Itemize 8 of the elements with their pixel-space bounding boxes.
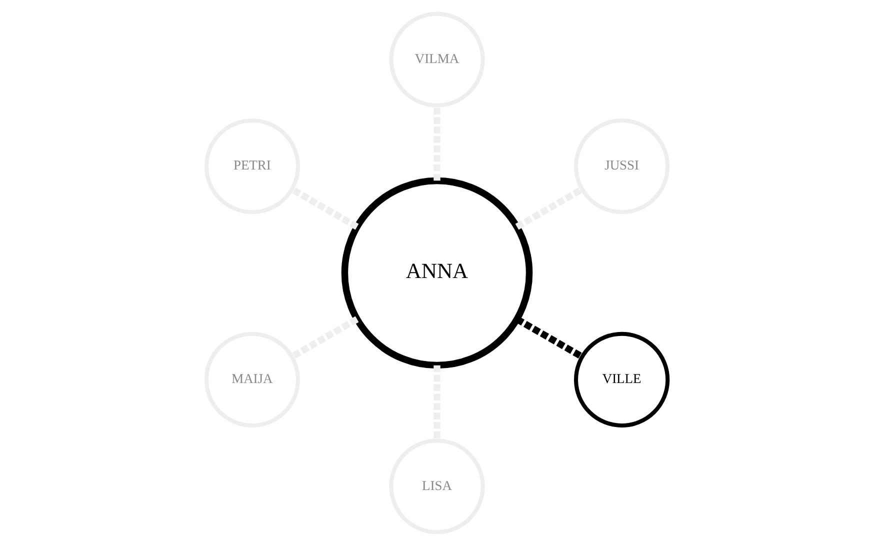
connector [515,316,584,360]
connector [434,365,440,440]
connector [290,316,359,360]
node-circle: ANNA [341,177,533,369]
connector [515,186,584,230]
connector [290,186,359,230]
connector [434,106,440,181]
node-circle: VILLE [574,332,670,428]
